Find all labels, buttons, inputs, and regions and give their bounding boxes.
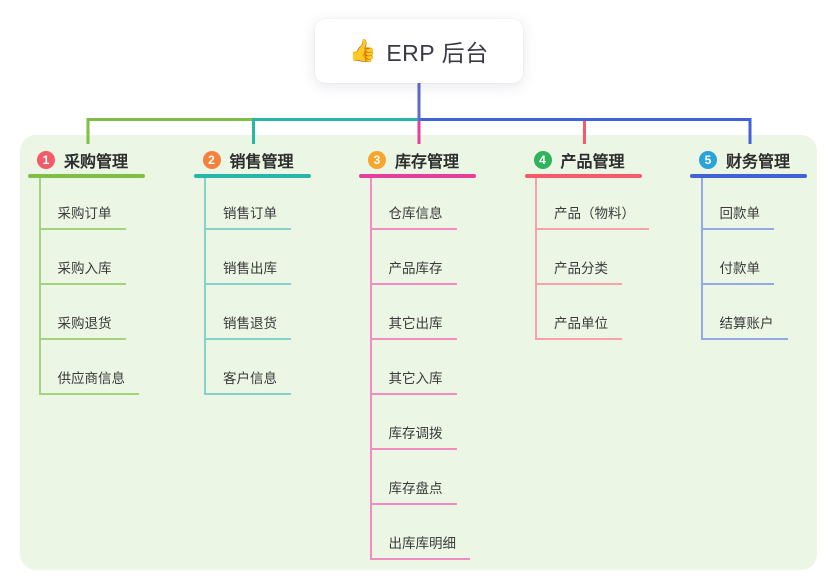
branch-connector-5 (419, 118, 752, 144)
branch-node-2[interactable]: 2 销售管理 (202, 149, 294, 171)
branch-number-badge: 4 (533, 150, 552, 169)
branch-label: 销售管理 (229, 153, 294, 171)
leaf-node[interactable]: 产品分类 (536, 260, 622, 285)
branch-node-3[interactable]: 3 库存管理 (368, 149, 460, 171)
branches-container (20, 135, 817, 570)
leaf-node[interactable]: 其它出库 (370, 315, 457, 340)
branch-node-5[interactable]: 5 财务管理 (699, 149, 791, 171)
branch-underline (28, 174, 145, 178)
leaf-node[interactable]: 其它入库 (370, 370, 457, 395)
branch-label: 库存管理 (395, 153, 460, 171)
branch-spine-line (204, 178, 206, 395)
leaf-node[interactable]: 销售订单 (205, 205, 291, 230)
branch-label: 财务管理 (726, 153, 791, 171)
branch-spine-line (38, 178, 41, 395)
root-node-label: ERP 后台 (386, 40, 489, 66)
leaf-node[interactable]: 库存盘点 (370, 480, 457, 505)
leaf-node[interactable]: 仓库信息 (370, 205, 457, 230)
leaf-node[interactable]: 库存调拨 (370, 425, 457, 450)
branch-node-4[interactable]: 4 产品管理 (533, 149, 625, 171)
leaf-node[interactable]: 采购订单 (39, 205, 126, 230)
leaf-node[interactable]: 结算账户 (701, 315, 788, 340)
branch-node-1[interactable]: 1 采购管理 (37, 149, 129, 171)
branch-number-badge: 1 (37, 150, 55, 169)
branch-number-badge: 2 (202, 150, 221, 169)
leaf-node[interactable]: 销售出库 (205, 260, 291, 285)
branch-spine-line (700, 178, 703, 340)
leaf-node[interactable]: 出库库明细 (370, 535, 470, 560)
leaf-node[interactable]: 客户信息 (205, 370, 291, 395)
branch-underline (193, 174, 311, 178)
branch-number-badge: 3 (368, 150, 386, 169)
branch-underline (690, 174, 807, 178)
leaf-node[interactable]: 采购入库 (39, 260, 126, 285)
leaf-node[interactable]: 付款单 (701, 260, 774, 285)
branch-spine-line (535, 178, 537, 340)
thumbs-up-icon: 👍 (349, 38, 378, 63)
branch-label: 采购管理 (64, 153, 129, 171)
leaf-node[interactable]: 产品（物料） (536, 205, 649, 230)
leaf-node[interactable]: 销售退货 (205, 315, 291, 340)
branch-connector-2 (252, 118, 419, 144)
leaf-node[interactable]: 产品库存 (370, 260, 457, 285)
branch-spine-line (369, 178, 372, 560)
leaf-node[interactable]: 产品单位 (536, 315, 622, 340)
leaf-node[interactable]: 回款单 (701, 205, 774, 230)
branch-underline (524, 174, 642, 178)
root-node-erp[interactable]: 👍 ERP 后台 (315, 19, 523, 83)
branch-number-badge: 5 (699, 150, 717, 169)
leaf-node[interactable]: 供应商信息 (39, 370, 139, 395)
branch-underline (359, 174, 476, 178)
branch-label: 产品管理 (560, 153, 625, 171)
leaf-node[interactable]: 采购退货 (39, 315, 126, 340)
